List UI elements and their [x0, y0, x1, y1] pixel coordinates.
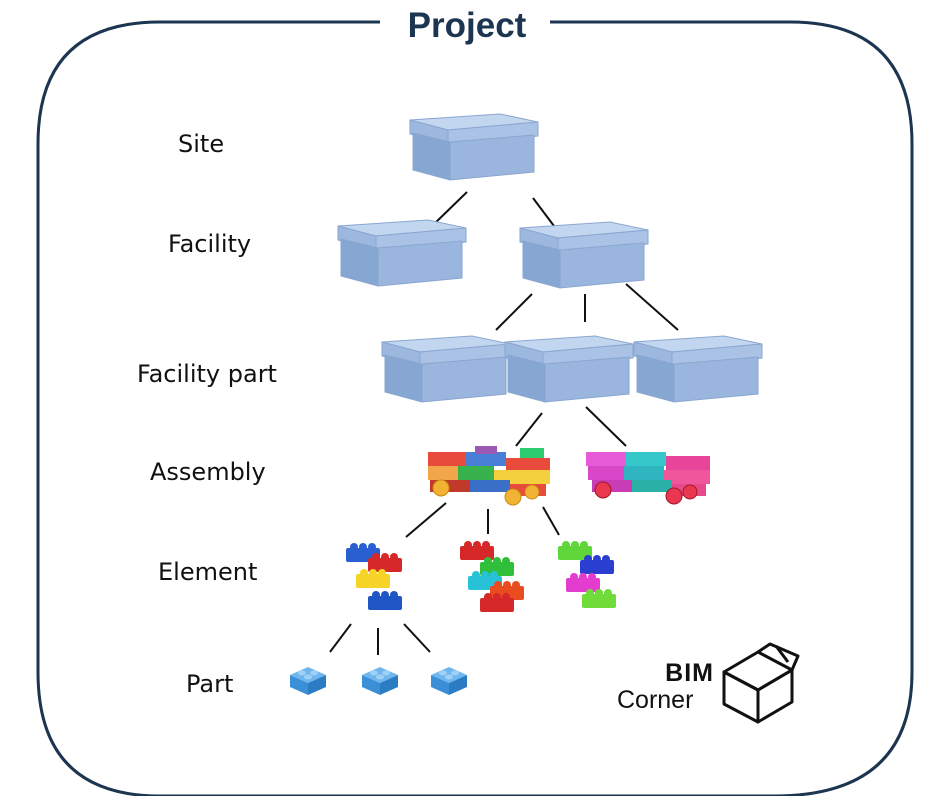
level-label-facility: Facility: [168, 230, 252, 258]
element-bricks: [346, 543, 402, 610]
facility-part-box: [633, 335, 763, 403]
element-bricks: [558, 541, 616, 608]
level-label-facility-part: Facility part: [137, 360, 277, 388]
project-title: Project: [384, 2, 550, 50]
level-label-site: Site: [178, 130, 225, 158]
part-brick: [290, 667, 326, 695]
element-bricks: [460, 541, 524, 612]
level-label-element: Element: [158, 558, 258, 586]
level-label-assembly: Assembly: [150, 458, 266, 486]
part-brick: [431, 667, 467, 695]
site-box: [409, 113, 539, 181]
bim-corner-logo-line2: Corner: [617, 686, 694, 714]
assembly-lego-car: [428, 446, 550, 506]
facility-part-box: [381, 335, 511, 403]
connector-lines: [329, 191, 679, 655]
facility-box: [337, 219, 467, 287]
level-label-part: Part: [186, 670, 234, 698]
bim-corner-logo-line1: BIM: [665, 659, 714, 687]
facility-box: [519, 221, 649, 289]
assembly-lego-car: [586, 452, 710, 505]
part-brick: [362, 667, 398, 695]
bim-corner-box-icon: [722, 642, 800, 724]
facility-part-box: [504, 335, 634, 403]
